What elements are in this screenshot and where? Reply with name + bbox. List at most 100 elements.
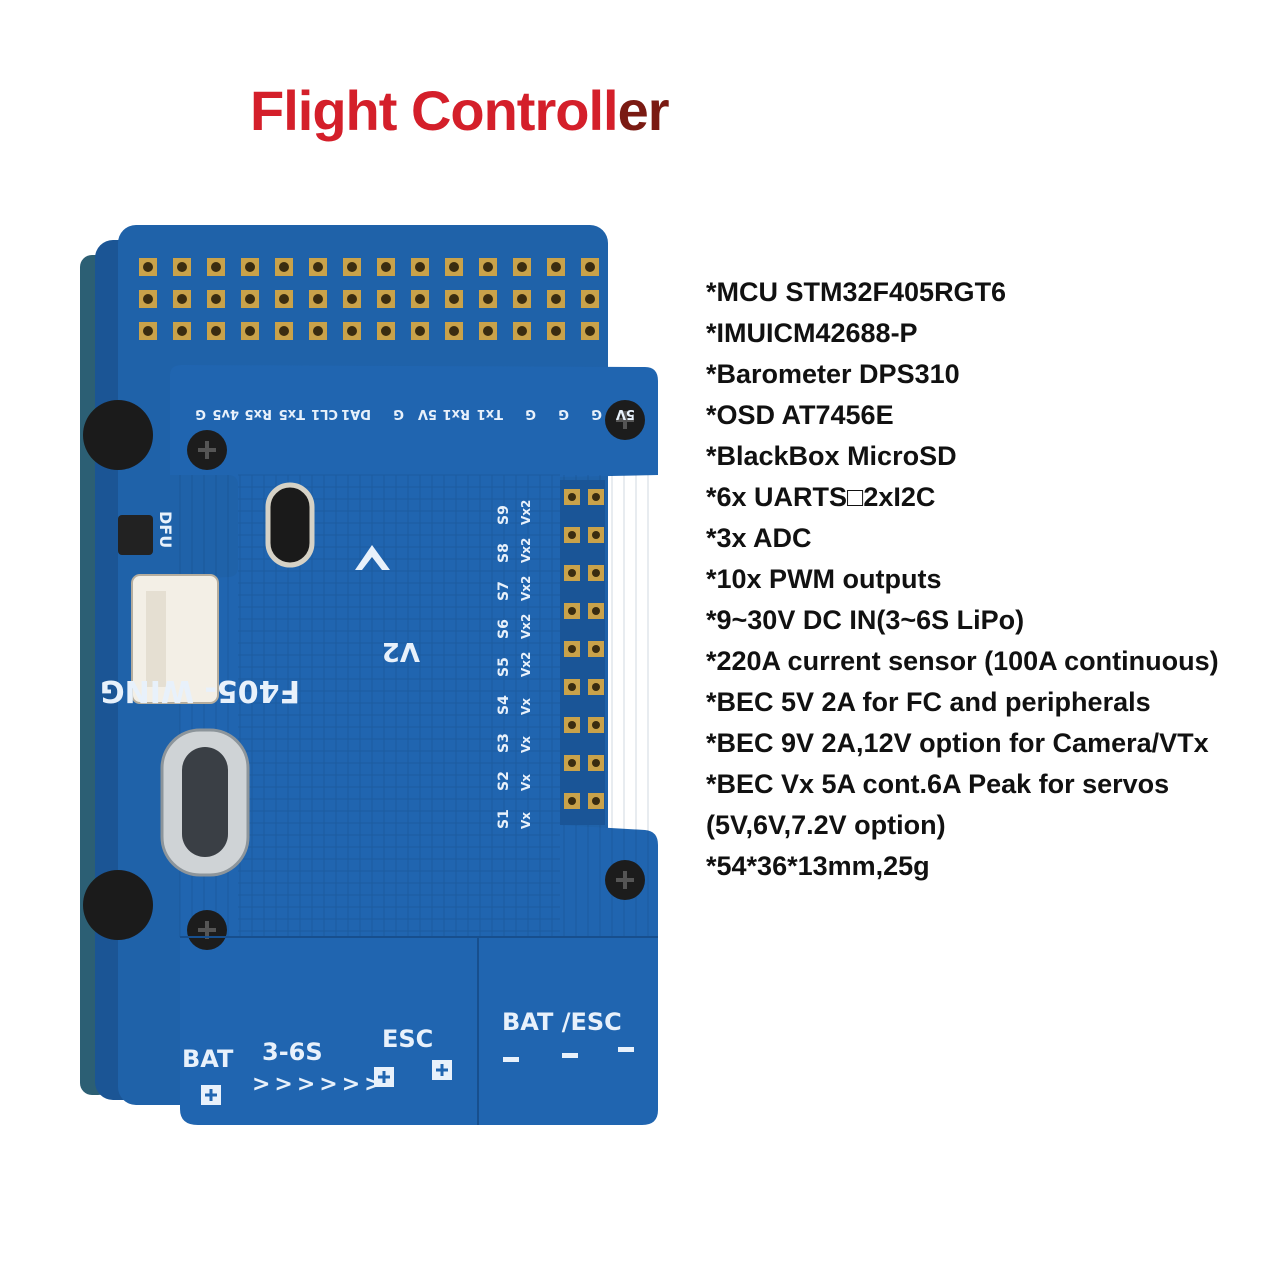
servo-label: S2 bbox=[496, 771, 512, 791]
page-title: Flight Controller bbox=[250, 78, 670, 143]
standoff-top bbox=[83, 400, 153, 470]
pin-hole bbox=[381, 294, 391, 304]
pin-hole bbox=[449, 262, 459, 272]
pin-hole bbox=[347, 294, 357, 304]
spec-item: *10x PWM outputs bbox=[706, 564, 942, 594]
dfu-button[interactable] bbox=[118, 515, 153, 555]
pin-hole bbox=[568, 645, 576, 653]
servo-label: S5 bbox=[496, 657, 512, 677]
top-header-label: G bbox=[525, 406, 536, 421]
minus-terminals bbox=[503, 1047, 634, 1062]
mounting-screws bbox=[187, 400, 645, 950]
dfu-label: DFU bbox=[156, 511, 175, 548]
pin-hole bbox=[517, 294, 527, 304]
pin-hole bbox=[592, 569, 600, 577]
pin-hole bbox=[313, 294, 323, 304]
screw-slot bbox=[623, 871, 627, 889]
pin-hole bbox=[517, 326, 527, 336]
pin-hole bbox=[415, 294, 425, 304]
pin-hole bbox=[449, 294, 459, 304]
pin-hole bbox=[347, 326, 357, 336]
vx-label: Vx2 bbox=[519, 614, 533, 639]
pin-hole bbox=[143, 262, 153, 272]
vx-label: Vx2 bbox=[519, 652, 533, 677]
vx-label: Vx bbox=[519, 812, 533, 829]
servo-label: S6 bbox=[496, 619, 512, 639]
vx-label: Vx bbox=[519, 774, 533, 791]
screw-slot bbox=[205, 921, 209, 939]
pin-hole bbox=[592, 797, 600, 805]
spec-item: *BEC 5V 2A for FC and peripherals bbox=[706, 687, 1151, 717]
jst-pins bbox=[146, 591, 166, 687]
top-header-label: G bbox=[558, 406, 569, 421]
board-version: V2 bbox=[382, 636, 420, 666]
pin-hole bbox=[211, 326, 221, 336]
vx-label: Vx2 bbox=[519, 500, 533, 525]
pin-hole bbox=[585, 326, 595, 336]
side-pin-header bbox=[564, 489, 604, 809]
top-pin-header bbox=[139, 258, 599, 340]
plus-terminals bbox=[201, 1060, 452, 1105]
servo-label: S1 bbox=[496, 809, 512, 829]
spec-item: *9~30V DC IN(3~6S LiPo) bbox=[706, 605, 1025, 635]
cell-range-label: 3-6S bbox=[262, 1038, 323, 1066]
pin-hole bbox=[279, 262, 289, 272]
pin-hole bbox=[592, 759, 600, 767]
vx-label: Vx2 bbox=[519, 576, 533, 601]
direction-arrow-icon bbox=[355, 545, 390, 570]
plus-bar bbox=[440, 1064, 444, 1076]
pin-hole bbox=[381, 262, 391, 272]
flight-controller-board: F405- WING V2 DFU BAT 3-6S ESC BAT /ESC … bbox=[80, 225, 658, 1125]
spec-item: (5V,6V,7.2V option) bbox=[706, 810, 946, 840]
pin-hole bbox=[415, 326, 425, 336]
minus-terminal-icon bbox=[503, 1057, 519, 1062]
minus-terminal-icon bbox=[562, 1053, 578, 1058]
vx-label: Vx2 bbox=[519, 538, 533, 563]
pin-hole bbox=[568, 759, 576, 767]
vx-label: Vx bbox=[519, 736, 533, 753]
pin-hole bbox=[211, 294, 221, 304]
pin-hole bbox=[483, 262, 493, 272]
pin-hole bbox=[568, 607, 576, 615]
pin-hole bbox=[592, 645, 600, 653]
spec-item: *6x UARTS□2xI2C bbox=[706, 482, 936, 512]
spec-list: *MCU STM32F405RGT6*IMUICM42688-P*Baromet… bbox=[706, 272, 1276, 887]
plus-bar bbox=[209, 1089, 213, 1101]
pin-hole bbox=[585, 262, 595, 272]
minus-terminal-icon bbox=[618, 1047, 634, 1052]
pin-hole bbox=[177, 262, 187, 272]
pin-hole bbox=[279, 326, 289, 336]
screw-slot bbox=[623, 411, 627, 429]
spec-item: *BEC Vx 5A cont.6A Peak for servos bbox=[706, 769, 1170, 799]
pin-hole bbox=[551, 326, 561, 336]
pin-hole bbox=[245, 262, 255, 272]
pin-hole bbox=[551, 262, 561, 272]
boot-button-slot[interactable] bbox=[265, 482, 315, 568]
pin-hole bbox=[415, 262, 425, 272]
top-header-label: G bbox=[591, 406, 602, 421]
pin-hole bbox=[143, 326, 153, 336]
top-header-label: Rx1 bbox=[443, 406, 470, 421]
pin-hole bbox=[279, 294, 289, 304]
pin-hole bbox=[245, 326, 255, 336]
pin-hole bbox=[551, 294, 561, 304]
pin-hole bbox=[568, 683, 576, 691]
pin-hole bbox=[568, 797, 576, 805]
pin-hole bbox=[245, 294, 255, 304]
title-main: Flight Controll bbox=[250, 79, 619, 142]
spec-item: *220A current sensor (100A continuous) bbox=[706, 646, 1219, 676]
screw-slot bbox=[205, 441, 209, 459]
pin-hole bbox=[585, 294, 595, 304]
pin-hole bbox=[592, 683, 600, 691]
servo-label: S3 bbox=[496, 733, 512, 753]
usb-c-opening bbox=[182, 747, 228, 857]
pin-hole bbox=[313, 262, 323, 272]
pin-hole bbox=[592, 721, 600, 729]
servo-label: S7 bbox=[496, 581, 512, 601]
pin-hole bbox=[592, 531, 600, 539]
pin-hole bbox=[449, 326, 459, 336]
vx-label: Vx bbox=[519, 698, 533, 715]
pin-hole bbox=[143, 294, 153, 304]
pin-hole bbox=[517, 262, 527, 272]
